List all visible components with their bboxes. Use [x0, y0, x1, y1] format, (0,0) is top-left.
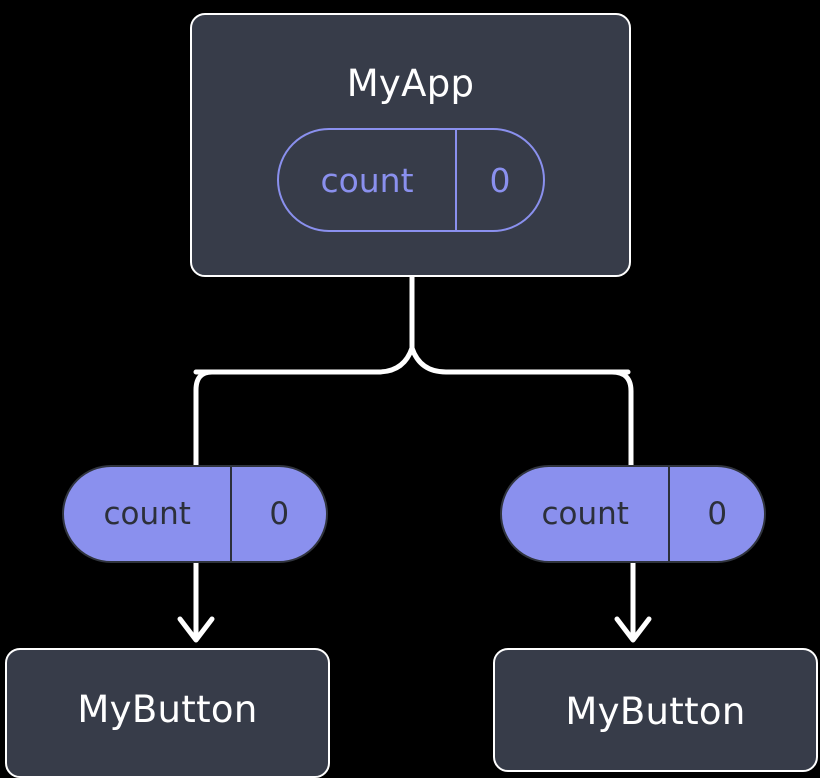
left-mybutton-node[interactable] — [5, 648, 330, 778]
left-drop-line — [193, 369, 213, 470]
right-branch-pill-value: 0 — [707, 496, 728, 532]
right-branch-pill-key: count — [502, 467, 671, 561]
left-arrow-head-icon — [177, 616, 215, 643]
left-branch-pill-value: 0 — [269, 496, 290, 532]
myapp-title: MyApp — [346, 62, 475, 105]
left-branch-pill-key: count — [64, 467, 233, 561]
fork-line — [193, 345, 631, 375]
right-mybutton-title: MyButton — [565, 690, 746, 733]
right-drop-line — [611, 369, 634, 470]
right-branch-pill[interactable]: count 0 — [500, 465, 766, 563]
myapp-state-pill[interactable]: count 0 — [277, 128, 545, 232]
myapp-state-key: count — [279, 130, 457, 230]
right-mybutton-node[interactable] — [493, 648, 818, 772]
left-mybutton-title: MyButton — [77, 688, 258, 731]
left-branch-pill[interactable]: count 0 — [62, 465, 328, 563]
right-arrow-head-icon — [614, 616, 652, 643]
myapp-state-value: 0 — [489, 160, 511, 200]
